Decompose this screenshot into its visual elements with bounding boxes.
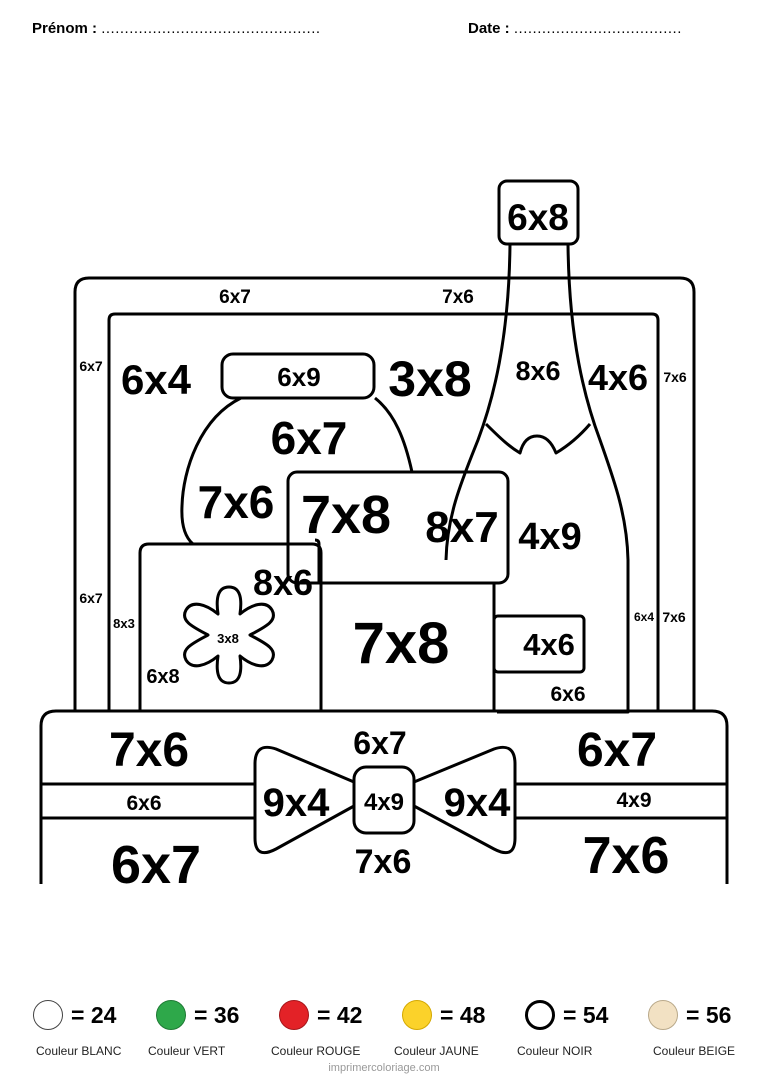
zone-frame-top-right: 7x6: [442, 287, 474, 308]
zone-gift-star: 3x8: [217, 631, 239, 646]
zone-bow-left: 9x4: [263, 781, 330, 825]
swatch-blanc-icon: [33, 1000, 63, 1030]
bottle-label-line: [484, 422, 592, 455]
swatch-beige-icon: [648, 1000, 678, 1030]
legend-item-jaune: = 48 Couleur JAUNE: [394, 998, 532, 1068]
zone-bg-right: 4x6: [588, 357, 648, 398]
zone-frame-right-upper: 7x6: [663, 369, 687, 385]
date-dots: ....................................: [513, 20, 682, 37]
legend-item-beige: = 56 Couleur BEIGE: [648, 998, 768, 1068]
zone-gift-top: 8x6: [253, 562, 313, 603]
name-field: Prénom : ...............................…: [32, 20, 321, 37]
gift-box: [138, 542, 323, 712]
bottle-cap: [497, 179, 580, 246]
legend-item-blanc: = 24 Couleur BLANC: [33, 998, 163, 1068]
date-label: Date :: [468, 20, 510, 37]
zone-basket-bottom-left: 6x7: [111, 835, 201, 895]
zone-bottle-neck: 8x6: [515, 356, 560, 386]
zone-box-top-left: 7x8: [301, 485, 391, 545]
legend-result: = 24: [71, 1002, 117, 1028]
legend-caption: Couleur BEIGE: [653, 1044, 736, 1058]
zone-frame-right-lower: 7x6: [662, 609, 686, 625]
zone-basket-top-center: 6x7: [353, 725, 406, 761]
legend-item-noir: = 54 Couleur NOIR: [517, 998, 655, 1068]
legend-result: = 48: [440, 1002, 486, 1028]
zone-small-label: 4x6: [523, 627, 575, 662]
zone-band-right: 4x9: [616, 789, 651, 812]
legend-caption: Couleur NOIR: [517, 1044, 593, 1058]
date-field: Date : .................................…: [468, 20, 682, 37]
zone-bg-low-left: 8x3: [113, 616, 135, 631]
small-label: [492, 614, 586, 674]
legend-caption: Couleur VERT: [148, 1044, 226, 1058]
zone-basket-top-right: 6x7: [577, 724, 657, 777]
zone-frame-top-left: 6x7: [219, 287, 251, 308]
legend-caption: Couleur JAUNE: [394, 1044, 479, 1058]
zone-jar-top: 6x7: [271, 412, 348, 464]
swatch-jaune-icon: [402, 1000, 432, 1030]
frame-outer: [73, 276, 696, 712]
jar-body: [180, 396, 414, 546]
swatch-rouge-icon: [279, 1000, 309, 1030]
legend-result: = 54: [563, 1002, 609, 1028]
swatch-vert-icon: [156, 1000, 186, 1030]
zone-bow-right: 9x4: [444, 781, 511, 825]
basket-outline: [39, 709, 729, 884]
frame-inner: [107, 312, 660, 712]
zone-bottle-cap: 6x8: [507, 197, 569, 238]
zone-labels: 6x7 7x6 6x7 6x7 7x6 7x6 6x8 8x6 4x9 6x4 …: [79, 197, 687, 895]
bow-knot: [352, 765, 416, 835]
legend-result: = 36: [194, 1002, 240, 1028]
name-dots: ........................................…: [101, 20, 321, 37]
zone-jar-side: 7x6: [198, 476, 275, 528]
name-label: Prénom :: [32, 20, 98, 37]
zone-gift-bottom-left: 6x8: [146, 666, 179, 688]
zone-frame-left-upper: 6x7: [79, 358, 103, 374]
zone-under-label: 6x6: [550, 683, 585, 706]
gift-star: [183, 585, 275, 685]
site-watermark: imprimercoloriage.com: [328, 1062, 440, 1074]
zone-box-front: 7x8: [353, 611, 450, 676]
zone-band-left: 6x6: [126, 792, 161, 815]
legend-item-rouge: = 42 Couleur ROUGE: [271, 998, 409, 1068]
zone-frame-left-lower: 6x7: [79, 590, 103, 606]
zone-bg-between: 3x8: [388, 351, 471, 407]
basket-band: [41, 782, 727, 820]
jar-lid: [220, 352, 376, 400]
legend-caption: Couleur ROUGE: [271, 1044, 361, 1058]
legend-result: = 42: [317, 1002, 363, 1028]
zone-bottle-body: 4x9: [518, 516, 581, 558]
zone-bottle-thin-edge: 6x4: [634, 610, 654, 624]
zone-box-top-right: 8x7: [425, 503, 498, 552]
zone-basket-bottom-center: 7x6: [355, 843, 412, 881]
outline-strokes: [39, 179, 729, 884]
zone-bg-top-left: 6x4: [121, 356, 192, 403]
zone-jar-lid: 6x9: [277, 362, 320, 392]
legend-caption: Couleur BLANC: [36, 1044, 122, 1058]
zone-basket-top-left: 7x6: [109, 724, 189, 777]
zone-bow-knot: 4x9: [364, 789, 404, 816]
swatch-noir-icon: [525, 1000, 555, 1030]
legend-item-vert: = 36 Couleur VERT: [148, 998, 286, 1068]
color-legend: = 24 Couleur BLANC = 36 Couleur VERT = 4…: [0, 998, 768, 1068]
legend-result: = 56: [686, 1002, 732, 1028]
zone-basket-bottom-right: 7x6: [583, 827, 670, 885]
box-edge: [314, 538, 321, 584]
